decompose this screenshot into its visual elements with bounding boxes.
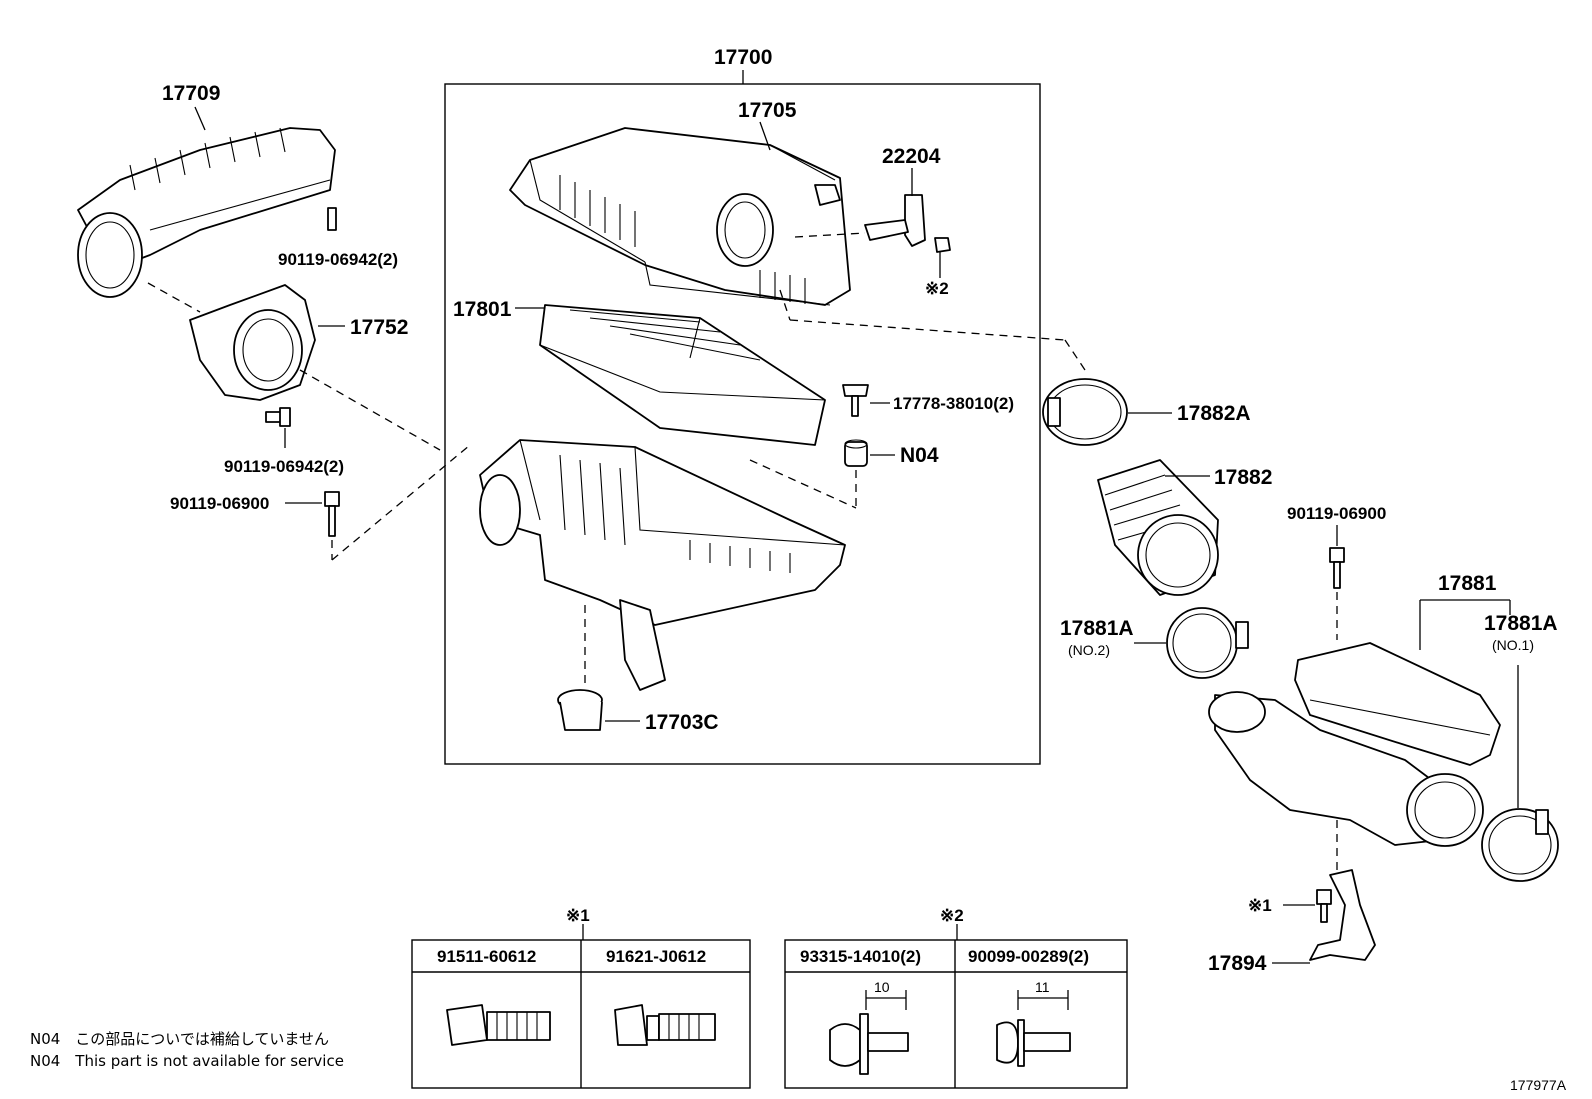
screw-1 (829, 1013, 909, 1075)
label-17801: 17801 (453, 298, 512, 321)
table1-col1: 91511-60612 (437, 947, 536, 966)
table1-col2: 91621-J0612 (606, 947, 706, 966)
grommet (844, 439, 868, 467)
air-cleaner-case (479, 439, 846, 691)
air-inlet (1208, 642, 1501, 847)
screw-2 (996, 1019, 1071, 1067)
note-english: N04 This part is not available for servi… (30, 1052, 344, 1070)
drain-valve (557, 689, 603, 731)
table2-col2: 90099-00289(2) (968, 947, 1089, 966)
table2-mark: ※2 (940, 906, 964, 925)
air-filter-element (539, 304, 826, 446)
label-90119-06942-mid: 90119-06942(2) (224, 457, 344, 476)
figure-code: 177977A (1510, 1077, 1567, 1093)
note-japanese: N04 この部品についでは補給していません (30, 1030, 329, 1048)
label-90119-06900-left: 90119-06900 (170, 494, 269, 513)
label-sensor-note: ※2 (925, 279, 949, 298)
table2-dim2: 11 (1035, 979, 1050, 995)
bolt-mid (265, 407, 291, 427)
table2-col1: 93315-14010(2) (800, 947, 921, 966)
label-90119-06942-top: 90119-06942(2) (278, 250, 398, 269)
label-17709: 17709 (162, 82, 220, 105)
clip (842, 384, 869, 417)
flange-bolt-2 (614, 1004, 716, 1046)
table2-dim1: 10 (874, 979, 890, 995)
label-17881A-no1: 17881A (1484, 612, 1558, 635)
label-N04: N04 (900, 444, 939, 467)
label-17881: 17881 (1438, 572, 1497, 595)
air-cleaner-cover (509, 127, 851, 306)
label-17752: 17752 (350, 316, 408, 339)
clamp-no2 (1166, 607, 1249, 679)
resonator (189, 284, 316, 401)
label-90119-06900-right: 90119-06900 (1287, 504, 1386, 523)
label-17894: 17894 (1208, 952, 1267, 975)
table1-mark: ※1 (566, 906, 590, 925)
table-1: 91511-60612 91621-J0612 (411, 939, 751, 1089)
label-17882: 17882 (1214, 466, 1272, 489)
label-17778-38010: 17778-38010(2) (893, 394, 1014, 413)
label-17881A-no2: 17881A (1060, 617, 1134, 640)
label-17700: 17700 (714, 46, 772, 69)
clamp-no1 (1481, 808, 1559, 882)
label-bracket-note: ※1 (1248, 896, 1272, 915)
label-17703C: 17703C (645, 711, 719, 734)
flange-bolt-1 (446, 1004, 551, 1046)
label-no1: (NO.1) (1492, 637, 1534, 653)
label-no2: (NO.2) (1068, 642, 1110, 658)
label-17705: 17705 (738, 99, 797, 122)
bolt-right (1329, 547, 1345, 589)
bracket (1309, 869, 1376, 961)
label-22204: 22204 (882, 145, 941, 168)
upper-hose-clamp (1042, 378, 1128, 446)
intake-duct (77, 127, 336, 298)
intake-hose (1097, 459, 1219, 596)
mass-air-flow-sensor (864, 194, 951, 253)
label-17882A: 17882A (1177, 402, 1251, 425)
table-2: 93315-14010(2) 90099-00289(2) 10 11 (784, 939, 1128, 1089)
bolt-left (324, 491, 340, 537)
